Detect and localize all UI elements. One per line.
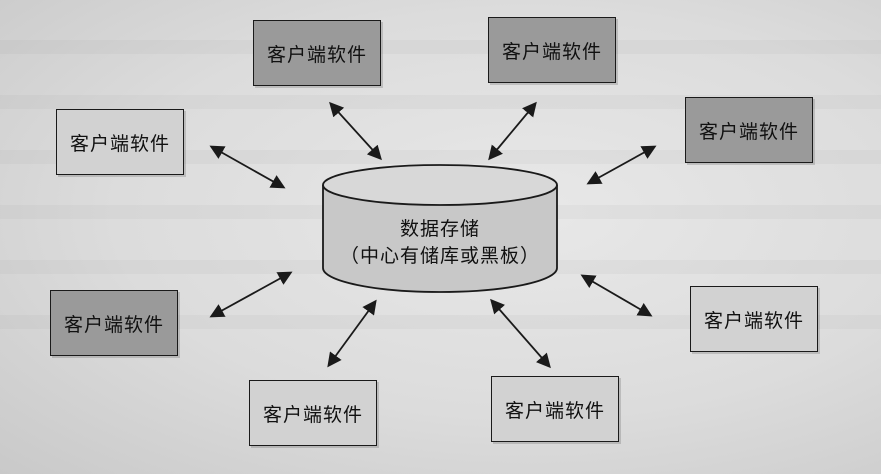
client-software-box: 客户端软件 (56, 109, 184, 175)
client-software-box: 客户端软件 (685, 97, 813, 163)
double-arrow-icon (580, 274, 653, 317)
data-store-subtitle: （中心有储库或黑板） (339, 245, 540, 267)
client-software-box: 客户端软件 (491, 376, 619, 442)
double-arrow-icon (209, 271, 293, 318)
data-store-title: 数据存储 (399, 218, 480, 240)
client-software-box: 客户端软件 (249, 380, 377, 446)
background-texture (0, 95, 881, 109)
client-software-box: 客户端软件 (488, 17, 616, 83)
background-texture (0, 315, 881, 329)
double-arrow-icon (490, 298, 551, 369)
client-software-box: 客户端软件 (50, 290, 178, 356)
background-texture (0, 40, 881, 54)
client-software-box: 客户端软件 (253, 20, 381, 86)
client-software-box: 客户端软件 (690, 286, 818, 352)
double-arrow-icon (327, 299, 377, 368)
